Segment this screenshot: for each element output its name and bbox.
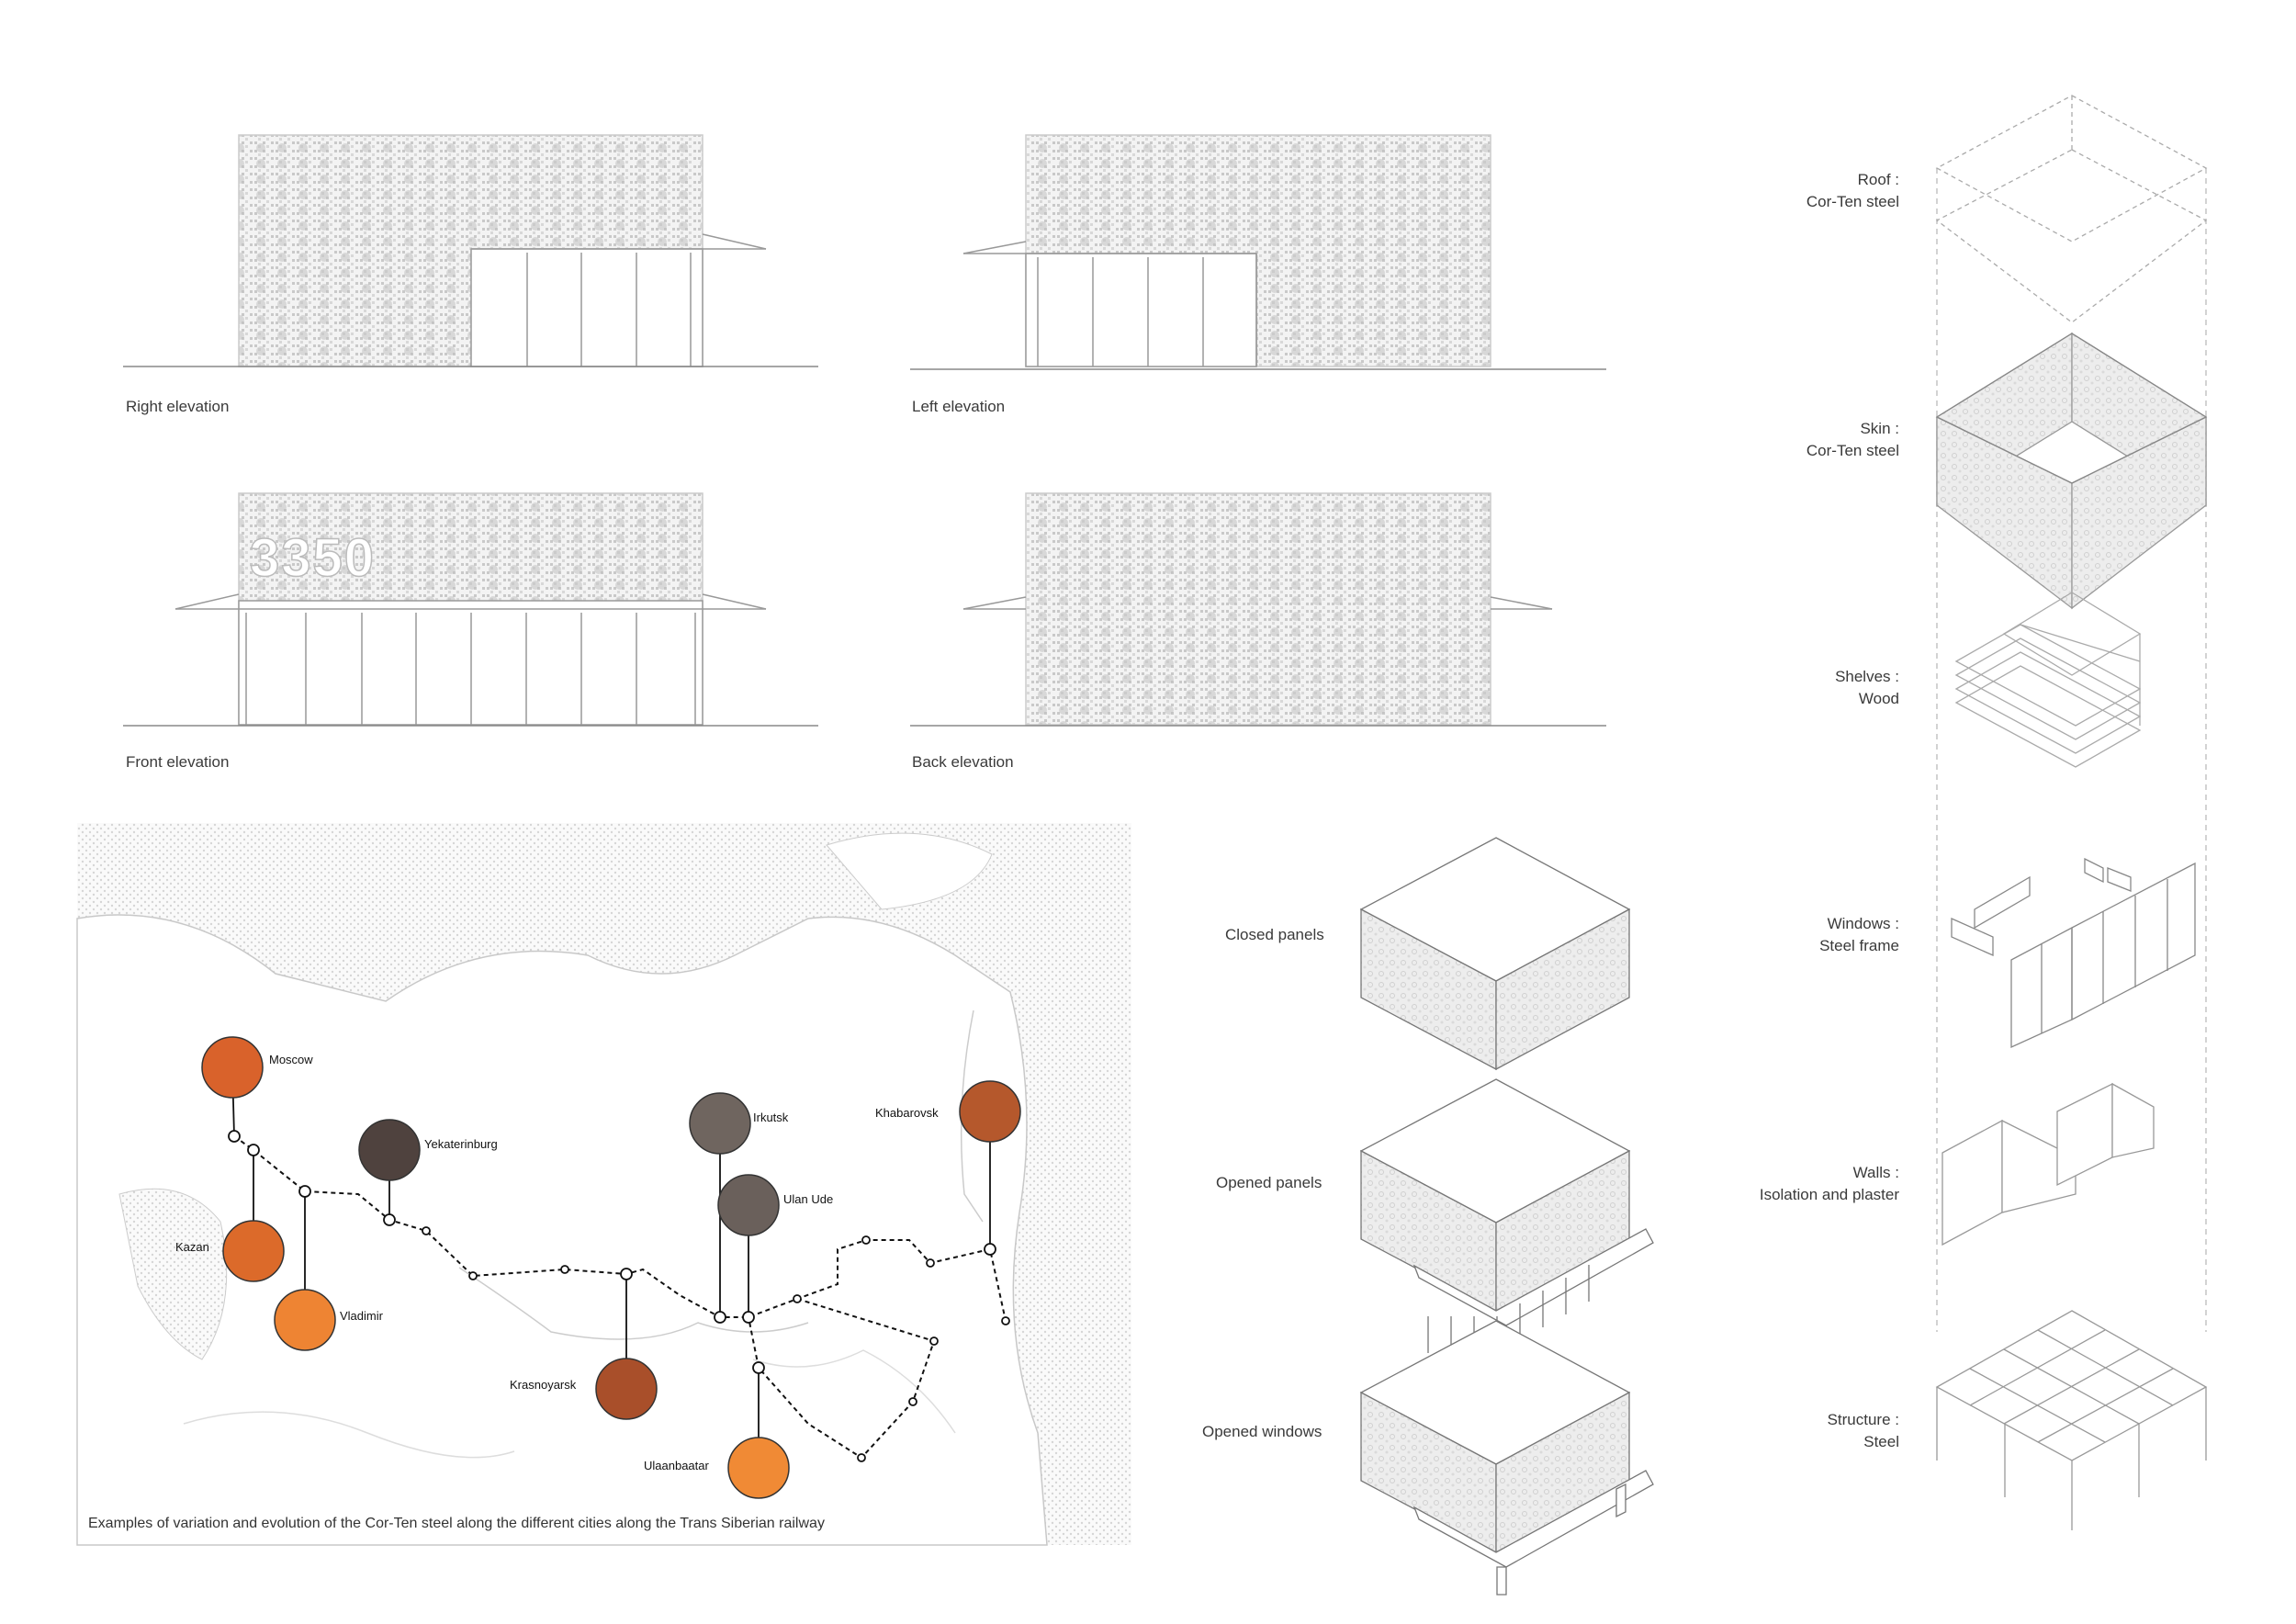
- city-label-krasnoyarsk: Krasnoyarsk: [510, 1378, 577, 1392]
- right-elevation-label: Right elevation: [126, 398, 230, 415]
- skin-label: Skin : Cor-Ten steel: [1624, 418, 1899, 462]
- back-elevation-label: Back elevation: [912, 753, 1014, 771]
- city-label-irkutsk: Irkutsk: [753, 1111, 789, 1124]
- component-material: Steel: [1863, 1433, 1899, 1450]
- steel-sample-yekaterinburg: [358, 1119, 421, 1181]
- facade-number: 3350: [249, 527, 377, 589]
- component-material: Steel frame: [1819, 937, 1899, 954]
- opened-panels-box: [1359, 1078, 1654, 1353]
- steel-sample-ulan-ude: [717, 1174, 780, 1236]
- railway-stations: [228, 1130, 1010, 1462]
- left-elevation-label: Left elevation: [912, 398, 1006, 415]
- steel-sample-krasnoyarsk: [595, 1358, 658, 1420]
- city-label-ulan-ude: Ulan Ude: [783, 1192, 834, 1206]
- right-elevation-drawing: [123, 134, 818, 367]
- steel-sample-vladimir: [274, 1289, 336, 1351]
- map-caption: Examples of variation and evolution of t…: [88, 1516, 825, 1531]
- steel-sample-khabarovsk: [959, 1080, 1021, 1143]
- city-label-vladimir: Vladimir: [340, 1309, 383, 1323]
- guide-lines: [1936, 168, 2207, 1332]
- back-elevation-drawing: [910, 492, 1606, 727]
- roof-drawing: [1935, 95, 2208, 323]
- city-label-ulaanbaatar: Ulaanbaatar: [644, 1459, 709, 1472]
- skin-drawing: [1935, 332, 2208, 610]
- windows-label: Windows : Steel frame: [1624, 913, 1899, 957]
- structure-label: Structure : Steel: [1624, 1409, 1899, 1453]
- structure-drawing: [1935, 1310, 2208, 1530]
- opened-panels-label: Opened panels: [1216, 1174, 1322, 1191]
- steel-sample-kazan: [222, 1220, 285, 1282]
- walls-drawing: [1941, 1082, 2155, 1246]
- city-label-kazan: Kazan: [175, 1240, 209, 1254]
- front-elevation-label: Front elevation: [126, 753, 230, 771]
- component-name: Windows :: [1827, 915, 1899, 932]
- trans-siberian-map: [76, 823, 1131, 1546]
- city-label-moscow: Moscow: [269, 1053, 313, 1066]
- shelves-label: Shelves : Wood: [1624, 666, 1899, 710]
- opened-windows-label: Opened windows: [1202, 1423, 1322, 1440]
- component-name: Structure :: [1827, 1411, 1899, 1428]
- shelves-drawing: [1954, 592, 2142, 768]
- steel-sample-ulaanbaatar: [727, 1437, 790, 1499]
- roof-label: Roof : Cor-Ten steel: [1624, 169, 1899, 213]
- steel-sample-irkutsk: [689, 1092, 751, 1155]
- component-material: Cor-Ten steel: [1806, 442, 1899, 459]
- component-material: Cor-Ten steel: [1806, 193, 1899, 210]
- component-name: Skin :: [1860, 420, 1899, 437]
- steel-sample-moscow: [201, 1036, 264, 1099]
- component-name: Shelves :: [1835, 668, 1899, 685]
- exploded-axonometry: [1935, 95, 2208, 1530]
- city-label-yekaterinburg: Yekaterinburg: [424, 1137, 498, 1151]
- front-elevation-drawing: [123, 492, 818, 727]
- component-name: Roof :: [1857, 171, 1899, 188]
- left-elevation-drawing: [910, 134, 1606, 370]
- component-name: Walls :: [1852, 1164, 1899, 1181]
- opened-windows-box: [1359, 1320, 1654, 1596]
- city-label-khabarovsk: Khabarovsk: [875, 1106, 939, 1120]
- closed-panels-label: Closed panels: [1225, 926, 1324, 943]
- windows-drawing: [1951, 857, 2196, 1049]
- closed-panels-box: [1359, 837, 1631, 1071]
- walls-label: Walls : Isolation and plaster: [1624, 1162, 1899, 1206]
- component-material: Wood: [1858, 690, 1899, 707]
- component-material: Isolation and plaster: [1759, 1186, 1899, 1203]
